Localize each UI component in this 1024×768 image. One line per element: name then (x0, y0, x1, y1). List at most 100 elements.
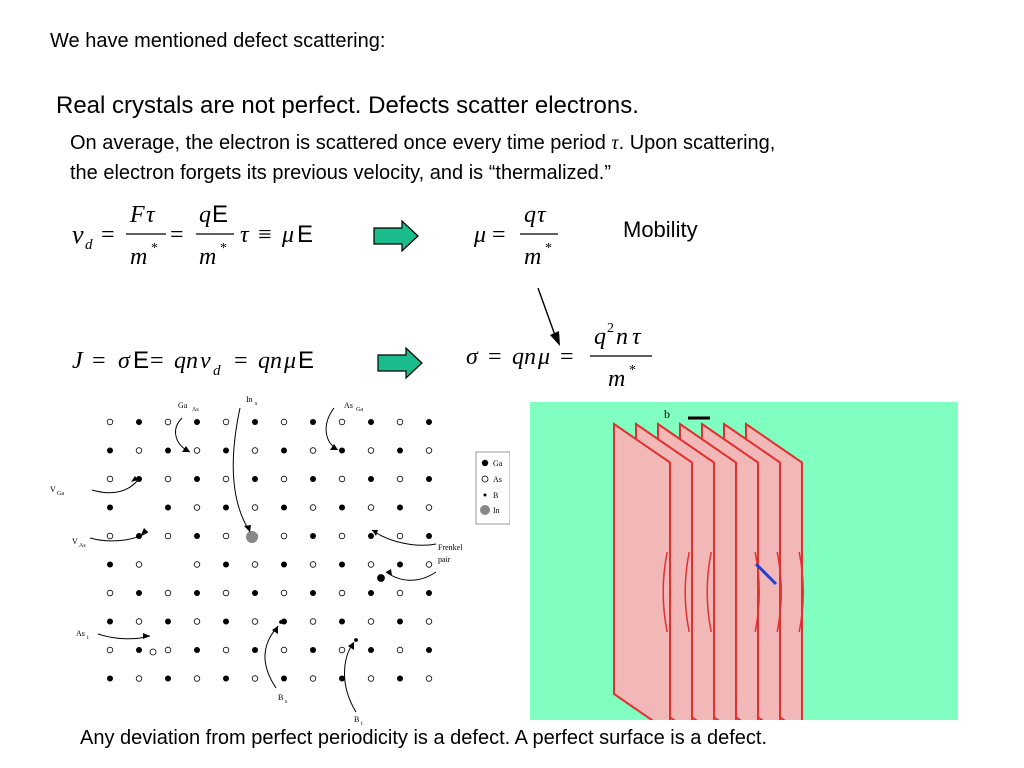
lattice-atom (280, 475, 288, 483)
lattice-atom (164, 589, 172, 597)
lattice-atom (338, 646, 346, 654)
lattice-atoms (106, 418, 433, 682)
lattice-atom (426, 647, 432, 653)
lattice-atom (310, 590, 316, 596)
bent-plane-edge (776, 551, 782, 633)
svg-text:τ: τ (632, 324, 642, 350)
svg-text:pair: pair (438, 555, 451, 564)
legend-ga: Ga (493, 459, 503, 468)
lattice-atom (251, 561, 259, 568)
lattice-atom (165, 618, 171, 625)
lattice-atom (397, 675, 403, 682)
lattice-atom (367, 675, 375, 682)
svg-text:V: V (50, 485, 56, 494)
lattice-atom (136, 590, 142, 596)
defect-atom (279, 620, 283, 624)
lattice-atom (194, 647, 200, 653)
lattice-atom (136, 419, 142, 425)
lattice-atom (426, 590, 432, 596)
svg-text:As: As (344, 401, 353, 410)
svg-text:J: J (72, 348, 84, 374)
lattice-atom (309, 504, 317, 511)
defect-atom (354, 638, 358, 642)
lattice-atom (194, 476, 200, 482)
body-text: On average, the electron is scattered on… (70, 128, 1010, 188)
lattice-atom (106, 589, 114, 597)
lattice-atom (339, 561, 345, 568)
lattice-atom (193, 618, 201, 625)
lattice-atom (252, 419, 258, 425)
lattice-atom (194, 533, 200, 539)
svg-text:q: q (524, 202, 536, 228)
svg-text:E: E (212, 201, 228, 228)
svg-text:μ: μ (283, 348, 296, 374)
svg-text:Ga: Ga (57, 491, 64, 497)
lattice-atom (107, 504, 113, 511)
bent-plane-edge (706, 551, 712, 633)
lattice-atom (396, 532, 404, 540)
svg-text:s: s (255, 401, 258, 407)
svg-text:=: = (488, 344, 502, 370)
burgers-label: b (664, 407, 670, 421)
lattice-atom (426, 533, 432, 539)
lattice-atom (193, 504, 201, 511)
svg-text:m: m (130, 244, 147, 270)
edge-dislocation-diagram: b (530, 402, 958, 720)
lattice-atom (281, 561, 287, 568)
lattice-atom (135, 561, 143, 568)
lattice-atom (338, 532, 346, 540)
svg-text:V: V (72, 537, 78, 546)
lattice-atom (251, 675, 259, 682)
svg-text:qn: qn (512, 344, 536, 370)
burgers-vector (754, 562, 778, 586)
defect-atom (149, 648, 157, 656)
svg-text:*: * (629, 363, 636, 378)
lattice-atom (223, 447, 229, 454)
lattice-atom (164, 532, 172, 540)
lattice-atom (135, 618, 143, 625)
lattice-atom (223, 504, 229, 511)
lattice-atom (367, 618, 375, 625)
defect-atom (377, 574, 385, 582)
lattice-atom (309, 447, 317, 454)
lattice-atom (165, 675, 171, 682)
svg-text:n: n (616, 324, 628, 350)
svg-text:i: i (361, 721, 363, 726)
lattice-atom (107, 561, 113, 568)
lattice-atom (396, 418, 404, 426)
mobility-label: Mobility (623, 217, 698, 242)
svg-text:=: = (560, 344, 574, 370)
lattice-atom (251, 618, 259, 625)
legend-as: As (493, 475, 502, 484)
svg-text:=: = (234, 348, 248, 374)
lattice-atom (252, 476, 258, 482)
lattice-atom (281, 675, 287, 682)
svg-text:As: As (76, 629, 85, 638)
svg-text:=: = (170, 222, 184, 248)
lattice-atom (252, 590, 258, 596)
lattice-atom (252, 647, 258, 653)
lattice-atom (338, 475, 346, 483)
svg-text:τ: τ (146, 202, 156, 228)
lattice-atom (339, 618, 345, 625)
lattice-atom (280, 532, 288, 540)
lattice-atom (194, 590, 200, 596)
svg-text:2: 2 (607, 321, 614, 336)
lattice-atom (367, 561, 375, 568)
lattice-atom (397, 618, 403, 625)
svg-text:v: v (200, 348, 211, 374)
lattice-atom (310, 476, 316, 482)
svg-text:q: q (199, 202, 211, 228)
svg-text:F: F (129, 202, 145, 228)
svg-text:s: s (285, 699, 288, 705)
svg-text:E: E (297, 221, 313, 248)
lattice-atom (107, 675, 113, 682)
lattice-atom (310, 533, 316, 539)
heading: Real crystals are not perfect. Defects s… (56, 92, 639, 119)
svg-text:qn: qn (174, 348, 198, 374)
current-density-equation: J = σ E = qn v d = qn μ E (72, 347, 314, 379)
svg-text:E: E (298, 347, 314, 374)
lattice-atom (309, 618, 317, 625)
lattice-atom (107, 618, 113, 625)
substitutional-in-atom (246, 531, 258, 543)
